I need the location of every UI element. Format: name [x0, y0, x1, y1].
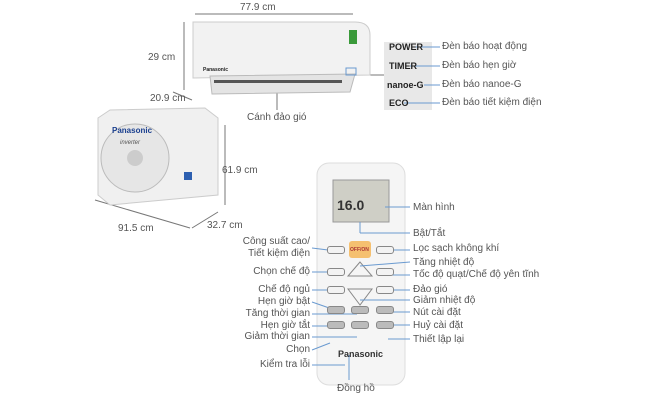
mode-button[interactable]	[327, 268, 345, 276]
dim-outdoor-width: 91.5 cm	[118, 223, 154, 234]
remote-label-left: Giảm thời gian	[244, 331, 310, 342]
indicator-label: Đèn báo tiết kiệm điện	[442, 97, 542, 108]
remote-label-left: Chế độ ngủ	[258, 284, 310, 295]
remote-label-right: Giảm nhiệt độ	[413, 295, 476, 306]
indoor-brand: Panasonic	[203, 67, 229, 73]
remote-label-right: Huỷ cài đặt	[413, 320, 464, 331]
dim-indoor-width: 77.9 cm	[240, 2, 276, 13]
remote-control	[316, 162, 406, 386]
indicator-panel	[384, 42, 432, 110]
remote-label-left: Chọn	[286, 344, 310, 355]
fan-speed-button[interactable]	[376, 268, 394, 276]
remote-display-temp: 16.0	[337, 197, 365, 213]
outdoor-brand: Panasonic	[112, 126, 153, 135]
dim-indoor-height: 29 cm	[148, 52, 176, 63]
remote-label-left: Kiểm tra lỗi	[259, 359, 310, 370]
remote-label-right: Đảo gió	[413, 284, 448, 295]
timer-on-button[interactable]	[327, 306, 345, 314]
remote-label-left: Tăng thời gian	[245, 308, 310, 319]
louver-label: Cánh đảo gió	[247, 112, 307, 123]
power-button[interactable]: OFF/ON	[350, 247, 369, 253]
indicator-code-eco: ECO	[389, 98, 409, 108]
time-up-button[interactable]	[351, 306, 369, 314]
set-button[interactable]	[376, 306, 394, 314]
dim-outdoor-depth: 32.7 cm	[207, 220, 243, 231]
remote-label-right: Tốc độ quạt/Chế độ yên tĩnh	[413, 269, 540, 280]
indicator-label: Đèn báo hẹn giờ	[442, 60, 517, 71]
powerful-quiet-button[interactable]	[327, 246, 345, 254]
remote-label-left: Công suất cao/	[242, 236, 310, 247]
swing-button[interactable]	[376, 286, 394, 294]
remote-label-right: Nút cài đặt	[413, 307, 461, 318]
timer-off-button[interactable]	[327, 321, 345, 329]
remote-label-right: Màn hình	[413, 202, 455, 213]
remote-label-left: Chọn chế độ	[253, 266, 310, 277]
sleep-button[interactable]	[327, 286, 345, 294]
indoor-unit	[192, 21, 371, 95]
dim-indoor-depth: 20.9 cm	[150, 93, 186, 104]
dim-outdoor-height: 61.9 cm	[222, 165, 258, 176]
remote-label-left: Hẹn giờ tắt	[260, 320, 310, 331]
indicator-code-nanoe: nanoe-G	[387, 80, 424, 90]
nanoe-button[interactable]	[376, 246, 394, 254]
time-down-button[interactable]	[351, 321, 369, 329]
outdoor-sub: inverter	[120, 140, 141, 146]
remote-label-right: Thiết lập lại	[413, 334, 465, 345]
indicator-label: Đèn báo nanoe-G	[442, 79, 522, 90]
remote-label-right: Lọc sạch không khí	[413, 243, 500, 254]
remote-label-right: Bật/Tắt	[413, 228, 446, 239]
remote-label-right: Tăng nhiệt độ	[413, 257, 475, 268]
remote-brand: Panasonic	[338, 349, 384, 359]
indicator-label: Đèn báo hoạt động	[442, 41, 528, 52]
indicator-code-power: POWER	[389, 42, 424, 52]
remote-label-bottom: Đồng hồ	[337, 383, 375, 394]
outdoor-unit	[97, 107, 219, 206]
remote-label-left: Tiết kiệm điện	[248, 248, 310, 259]
cancel-button[interactable]	[376, 321, 394, 329]
indicator-code-timer: TIMER	[389, 61, 417, 71]
remote-label-left: Hẹn giờ bật	[257, 296, 310, 307]
